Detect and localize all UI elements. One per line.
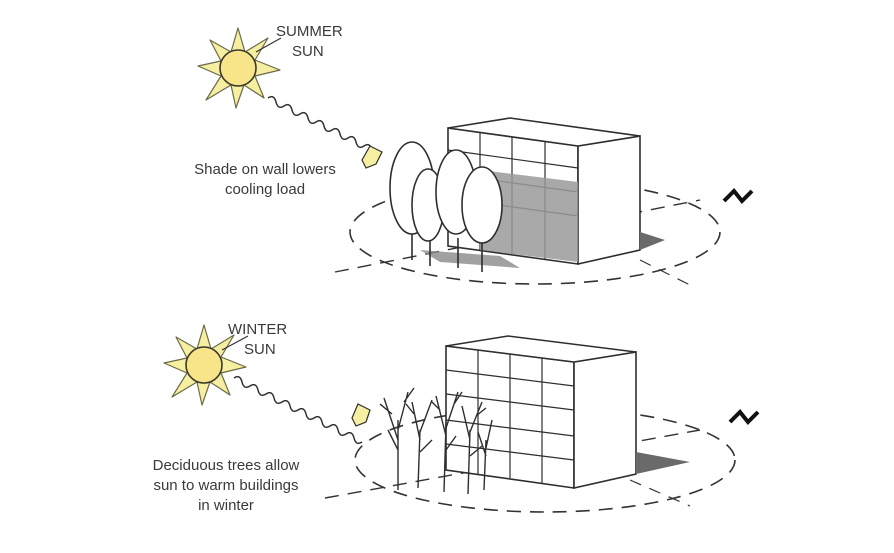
winter-caption-line2: sun to warm buildings [153, 477, 299, 494]
winter-tree-3 [431, 391, 463, 493]
summer-caption: Shade on wall lowers cooling load [170, 160, 360, 200]
winter-sun-leader [221, 335, 249, 351]
winter-caption: Deciduous trees allow sun to warm buildi… [136, 456, 316, 516]
winter-building [445, 335, 690, 490]
winter-caption-line3: in winter [198, 497, 254, 514]
winter-sun-label-line2: SUN [244, 341, 276, 358]
winter-trees [379, 387, 493, 495]
summer-trees [389, 141, 520, 272]
winter-sun-label-line1: WINTER [228, 321, 288, 338]
summer-scene [197, 27, 754, 286]
summer-north-arrow-icon [722, 188, 754, 204]
summer-sun-label-line2: SUN [292, 43, 324, 60]
summer-sun-leader [255, 37, 282, 53]
winter-ground-ellipse [354, 407, 736, 513]
winter-sun-label: WINTER SUN [228, 320, 287, 360]
winter-sun-ray [233, 375, 363, 445]
summer-ray-arrow-icon [361, 145, 383, 169]
winter-caption-line1: Deciduous trees allow [152, 457, 300, 474]
winter-tree-5 [477, 419, 493, 491]
summer-tree-canopy-4 [461, 166, 503, 244]
summer-sun-ray [267, 95, 381, 157]
summer-sun-label-line1: SUMMER [276, 23, 343, 40]
winter-tree-4 [461, 401, 487, 495]
winter-tree-1 [379, 387, 415, 490]
winter-ray-arrow-icon [351, 403, 371, 427]
summer-caption-line2: cooling load [224, 181, 306, 198]
winter-north-arrow-icon [728, 409, 760, 425]
summer-sun-label: SUMMER SUN [276, 22, 343, 62]
winter-tree-2 [405, 399, 433, 489]
winter-scene [163, 324, 760, 513]
summer-caption-line1: Shade on wall lowers [194, 161, 336, 178]
summer-sun-icon [197, 27, 281, 109]
